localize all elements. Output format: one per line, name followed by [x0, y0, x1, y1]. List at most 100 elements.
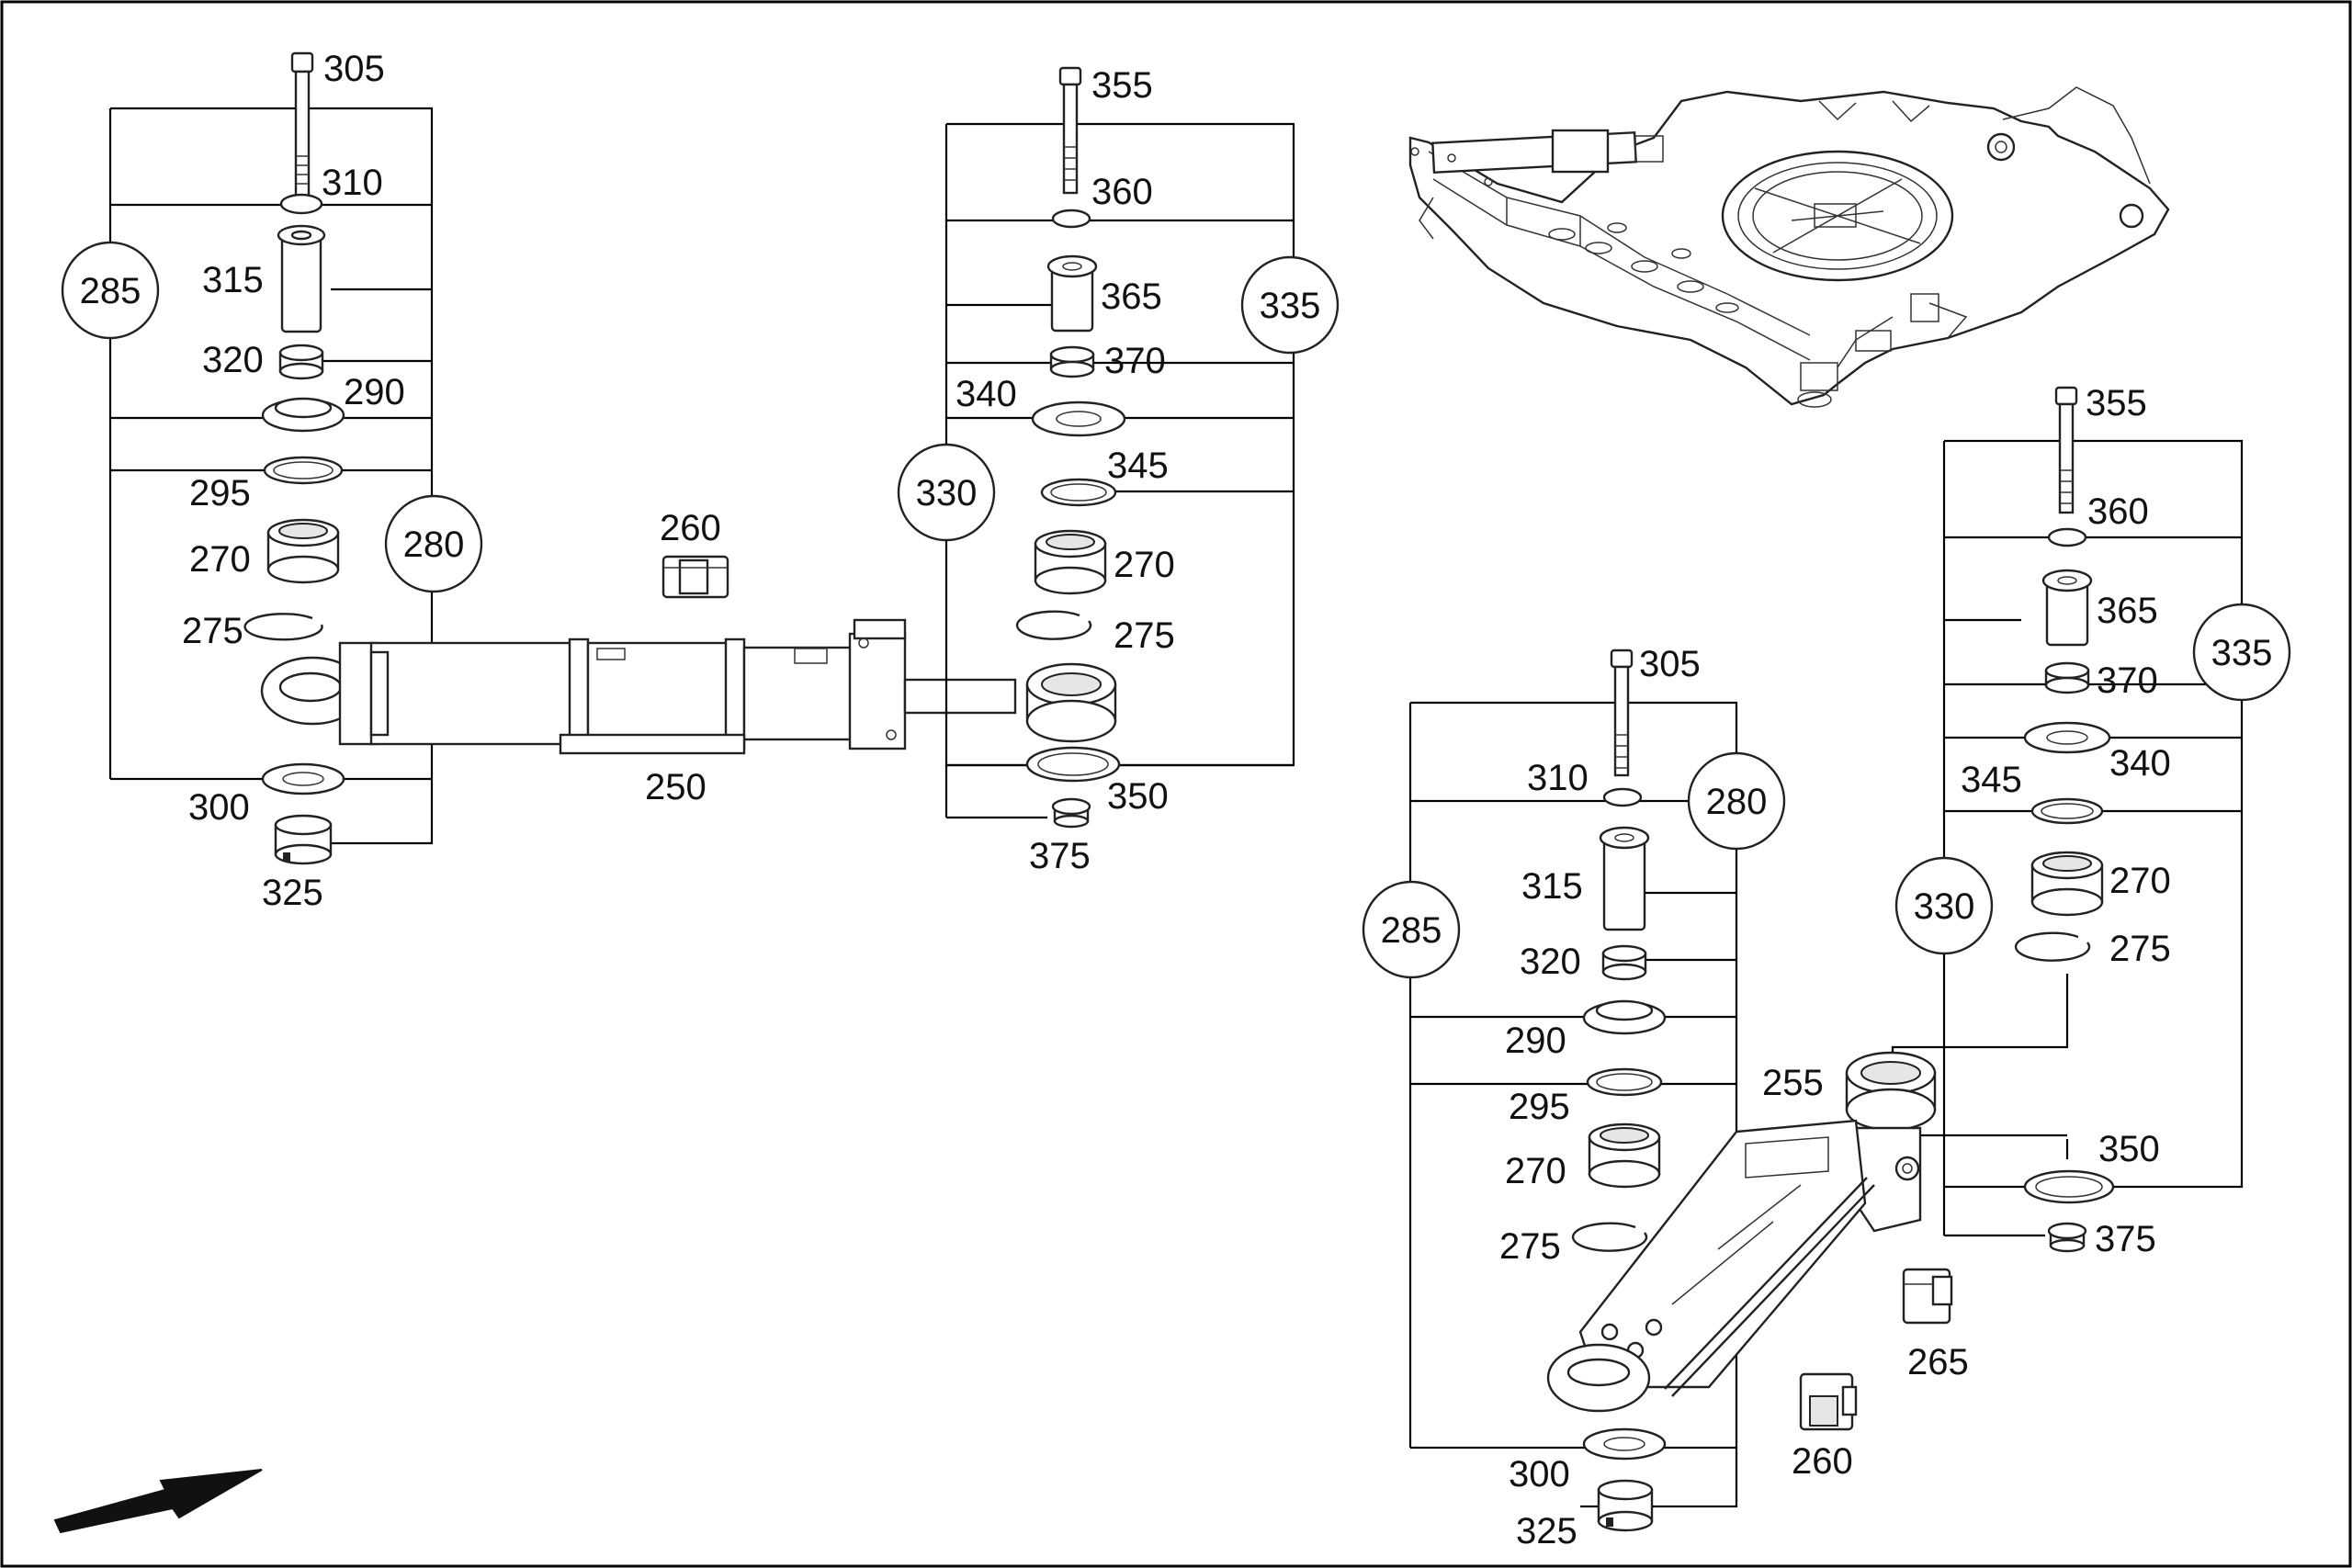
part-number-label: 365 [1101, 276, 1162, 317]
flanged-ring-part [261, 397, 345, 433]
reference-circle: 280 [1687, 751, 1786, 851]
circlip-part [2014, 931, 2091, 962]
part-number-label: 370 [1104, 341, 1166, 381]
part-number-label: 320 [202, 340, 264, 380]
part-number-label: 360 [2087, 491, 2149, 532]
reference-label: 335 [2211, 633, 2273, 673]
bearing-part [1588, 1122, 1661, 1189]
part-number-label: 340 [956, 374, 1017, 414]
group-left-cylinder-mount: 285 280 305 310 315 320 290 295 270 275 … [61, 49, 483, 913]
part-number-label: 275 [1499, 1226, 1561, 1267]
cap-part [274, 814, 333, 865]
bearing-part [266, 518, 340, 584]
reference-label: 330 [916, 473, 978, 513]
bolt-part [1610, 649, 1634, 777]
seal-ring-part [1025, 746, 1121, 783]
part-number-label: 375 [1029, 836, 1091, 876]
part-number-label: 270 [1114, 545, 1175, 585]
cap-part [1051, 797, 1091, 829]
reference-label: 285 [80, 271, 141, 311]
washer-part [2047, 527, 2087, 547]
part-number-label: 290 [1505, 1021, 1566, 1061]
part-number-label: 270 [189, 539, 251, 580]
washer-part [1602, 787, 1643, 807]
group-right-lower-cylinder-mount: 285 280 305 310 315 320 290 295 270 275 … [1362, 644, 1786, 1551]
cap-part [1597, 1479, 1654, 1532]
reference-circle: 285 [61, 241, 160, 340]
sleeve-part [2041, 569, 2093, 647]
reference-label: 280 [403, 525, 465, 565]
part-number-label: 370 [2097, 660, 2158, 701]
group-right-upper-cylinder-mount: 335 330 355 360 365 370 340 345 270 275 … [1891, 383, 2291, 1259]
part-number-label: 345 [1107, 446, 1169, 486]
part-number-label: 375 [2095, 1219, 2156, 1259]
group-center-cylinder-mount: 335 330 355 360 365 370 340 345 270 275 … [897, 65, 1340, 876]
thrust-washer-part [261, 762, 345, 795]
bushing-part [1049, 345, 1095, 378]
bushing-part [1601, 944, 1647, 981]
part-number-label: 300 [1509, 1454, 1570, 1495]
reference-label: 330 [1914, 886, 1975, 927]
seal-ring-part [1040, 478, 1117, 507]
washer-part [1051, 209, 1091, 229]
bushing-part [2044, 661, 2090, 694]
thrust-washer-part [1582, 1427, 1667, 1461]
sensor-block-part [662, 555, 729, 599]
part-number-label: 260 [660, 508, 721, 548]
cap-part [2047, 1222, 2087, 1253]
part-number-label: 305 [1639, 644, 1701, 684]
part-number-label: 320 [1520, 942, 1581, 982]
part-number-label: 300 [188, 787, 250, 828]
part-number-label: 315 [1521, 866, 1583, 907]
washer-part [2023, 721, 2111, 754]
part-number-label: 275 [1114, 615, 1175, 656]
reference-circle: 330 [897, 443, 996, 542]
reference-label: 285 [1381, 910, 1442, 951]
washer-part [1031, 400, 1126, 437]
part-number-label: 250 [645, 767, 707, 807]
part-number-label: 255 [1762, 1063, 1824, 1103]
circlip-part [1571, 1222, 1648, 1252]
part-number-label: 290 [344, 372, 405, 412]
bearing-part [1034, 529, 1107, 595]
part-number-label: 265 [1907, 1342, 1969, 1382]
hydraulic-cylinder-part [260, 618, 1017, 755]
chassis-frame-illustration [1408, 86, 2170, 408]
part-number-label: 360 [1091, 172, 1153, 212]
part-number-label: 310 [1527, 758, 1589, 798]
reference-circle: 335 [2192, 603, 2291, 702]
reference-circle: 280 [384, 494, 483, 593]
reference-label: 335 [1260, 286, 1321, 326]
part-number-label: 355 [2086, 383, 2147, 423]
part-number-label: 310 [322, 163, 383, 203]
seal-ring-part [263, 456, 344, 485]
reference-circle: 285 [1362, 880, 1461, 979]
part-number-label: 260 [1792, 1441, 1853, 1482]
bearing-part [2030, 851, 2104, 917]
bushing-part [278, 344, 324, 380]
sensor-block-part [1799, 1372, 1858, 1431]
sleeve-part [1046, 254, 1098, 333]
part-number-label: 340 [2109, 743, 2171, 784]
part-number-label: 350 [2098, 1129, 2160, 1169]
washer-part [279, 193, 323, 215]
bolt-part [290, 51, 314, 197]
seal-ring-part [1586, 1067, 1663, 1097]
sleeve-part [1599, 826, 1650, 931]
seal-ring-part [2030, 797, 2104, 825]
part-number-label: 305 [323, 49, 385, 89]
part-number-label: 355 [1091, 65, 1153, 106]
part-number-label: 270 [1505, 1151, 1566, 1191]
part-number-label: 345 [1961, 760, 2022, 800]
part-number-label: 325 [1516, 1511, 1577, 1551]
part-number-label: 270 [2109, 861, 2171, 901]
part-number-label: 275 [182, 611, 243, 651]
part-number-label: 295 [189, 473, 251, 513]
seal-ring-part [2023, 1169, 2115, 1204]
part-number-label: 315 [202, 260, 264, 300]
sleeve-part [277, 224, 326, 333]
direction-arrow-icon [53, 1469, 263, 1534]
part-number-label: 275 [2109, 929, 2171, 969]
